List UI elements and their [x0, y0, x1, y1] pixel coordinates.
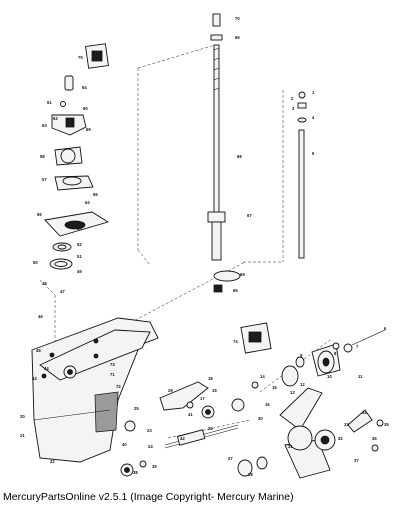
callout-label: 19 [212, 388, 217, 393]
callout-label: 48 [42, 281, 47, 286]
callout-label: 50 [33, 260, 38, 265]
callout-label: 60 [83, 106, 88, 111]
dashed-reference-lines [39, 44, 331, 439]
callout-label: 35 [384, 422, 389, 427]
callout-label: 40 [122, 442, 127, 447]
callout-label: 21 [20, 433, 25, 438]
callout-label: 33 [344, 422, 349, 427]
callout-label: 29 [168, 388, 173, 393]
callout-label: 51 [77, 254, 82, 259]
callout-label: 15 [272, 385, 277, 390]
callout-label: 72 [116, 384, 121, 389]
callout-label: 65 [233, 288, 238, 293]
callout-label: 2 [291, 96, 294, 101]
callout-label: 5 [312, 151, 315, 156]
callout-label: 71 [110, 372, 115, 377]
callout-label: 43 [32, 376, 37, 381]
callout-label: 54 [85, 200, 90, 205]
callout-label: 26 [208, 426, 213, 431]
image-caption: MercuryPartsOnline v2.5.1 (Image Copyrig… [3, 491, 294, 503]
callout-label: 13 [290, 390, 295, 395]
drive-shaft [207, 13, 241, 293]
callout-label: 7 [356, 344, 359, 349]
callout-label: 39 [152, 464, 157, 469]
callout-label: 42 [180, 436, 185, 441]
callout-label: 67 [247, 213, 252, 218]
callout-label: 58 [40, 154, 45, 159]
callout-label: 73 [110, 362, 115, 367]
callout-label: 59 [86, 127, 91, 132]
callout-label: 10 [327, 374, 332, 379]
callout-label: 30 [258, 416, 263, 421]
callout-label: 31 [288, 444, 293, 449]
callout-label: 69 [240, 272, 245, 277]
callout-label: 8 [334, 351, 337, 356]
callout-labels: 70 66 75 64 68 61 60 59 58 57 56 55 54 5… [20, 16, 389, 477]
callout-label: 37 [354, 458, 359, 463]
callout-label: 24 [148, 444, 153, 449]
gear-housing [31, 317, 159, 463]
bearing-carrier-assembly [240, 322, 386, 387]
callout-label: 32 [338, 436, 343, 441]
callout-label: 75 [78, 55, 83, 60]
callout-label: 22 [50, 459, 55, 464]
callout-label: 44 [44, 366, 49, 371]
callout-label: 14 [260, 374, 265, 379]
callout-label: 57 [42, 177, 47, 182]
callout-label: 1 [312, 90, 315, 95]
callout-label: 18 [208, 376, 213, 381]
callout-label: 70 [235, 16, 240, 21]
callout-label: 4 [312, 115, 315, 120]
callout-label: 25 [134, 406, 139, 411]
callout-label: 17 [200, 396, 205, 401]
callout-label: 23 [147, 428, 152, 433]
callout-label: 66 [235, 35, 240, 40]
callout-label: 61 [47, 100, 52, 105]
callout-label: 49 [77, 269, 82, 274]
callout-label: 9 [300, 353, 303, 358]
callout-label: 52 [77, 242, 82, 247]
callout-label: 6 [384, 326, 387, 331]
callout-label: 20 [20, 414, 25, 419]
callout-label: 45 [36, 348, 41, 353]
callout-label: 68 [237, 154, 242, 159]
propeller [237, 387, 384, 479]
parts-diagram: 70 66 75 64 68 61 60 59 58 57 56 55 54 5… [20, 13, 389, 479]
callout-label: 3 [292, 106, 295, 111]
water-pump-assembly [44, 43, 110, 270]
callout-label: 12 [300, 382, 305, 387]
callout-label: 46 [38, 314, 43, 319]
callout-label: 27 [228, 456, 233, 461]
callout-label: 63 [42, 123, 47, 128]
callout-label: 74 [233, 339, 238, 344]
callout-label: 53 [77, 226, 82, 231]
callout-label: 16 [265, 402, 270, 407]
callout-label: 34 [362, 410, 367, 415]
callout-label: 36 [372, 436, 377, 441]
callout-label: 55 [37, 212, 42, 217]
callout-label: 38 [133, 470, 138, 475]
propeller-shaft-assembly [120, 381, 259, 477]
shift-shaft [297, 91, 307, 259]
trim-tab [159, 381, 209, 411]
callout-label: 28 [248, 472, 253, 477]
callout-label: 56 [93, 192, 98, 197]
callout-label: 64 [82, 85, 87, 90]
callout-label: 47 [60, 289, 65, 294]
callout-label: 11 [358, 374, 363, 379]
callout-label: 62 [53, 116, 58, 121]
callout-label: 41 [188, 412, 193, 417]
